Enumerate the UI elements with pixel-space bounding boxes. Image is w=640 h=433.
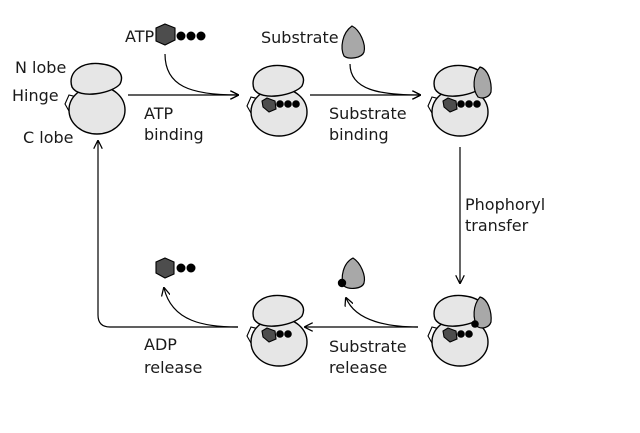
adp-release-label-line1: ADP [144, 335, 177, 354]
phosphoryl-transfer-label-line2: transfer [465, 216, 529, 235]
free-atp-icon [155, 23, 206, 46]
kinase-atp-bound [246, 64, 308, 137]
kinase-apo [64, 62, 126, 135]
kinase-adp-bound [246, 294, 308, 367]
atp-binding-label-line1: ATP [144, 104, 173, 123]
released-phosphosubstrate-icon [337, 257, 366, 289]
substrate-binding-label-line2: binding [329, 125, 389, 144]
phosphoryl-transfer-label-line1: Phophoryl [465, 195, 545, 214]
substrate-icon [473, 66, 492, 99]
kinase-post-transfer [427, 294, 492, 367]
released-adp-icon [155, 257, 196, 279]
atp-label: ATP [125, 27, 154, 46]
free-substrate-icon [341, 25, 365, 59]
substrate-release-label-line2: release [329, 358, 387, 377]
substrate-release-label-line1: Substrate [329, 337, 407, 356]
cycle-arrows [98, 53, 460, 327]
substrate-label: Substrate [261, 28, 339, 47]
atp-binding-label-line2: binding [144, 125, 204, 144]
substrate-binding-label-line1: Substrate [329, 104, 407, 123]
n-lobe-label: N lobe [15, 58, 66, 77]
hinge-label: Hinge [12, 86, 59, 105]
adp-release-label-line2: release [144, 358, 202, 377]
c-lobe-label: C lobe [23, 128, 74, 147]
kinase-ternary-complex [427, 64, 492, 137]
phosphate-icon [471, 320, 479, 328]
